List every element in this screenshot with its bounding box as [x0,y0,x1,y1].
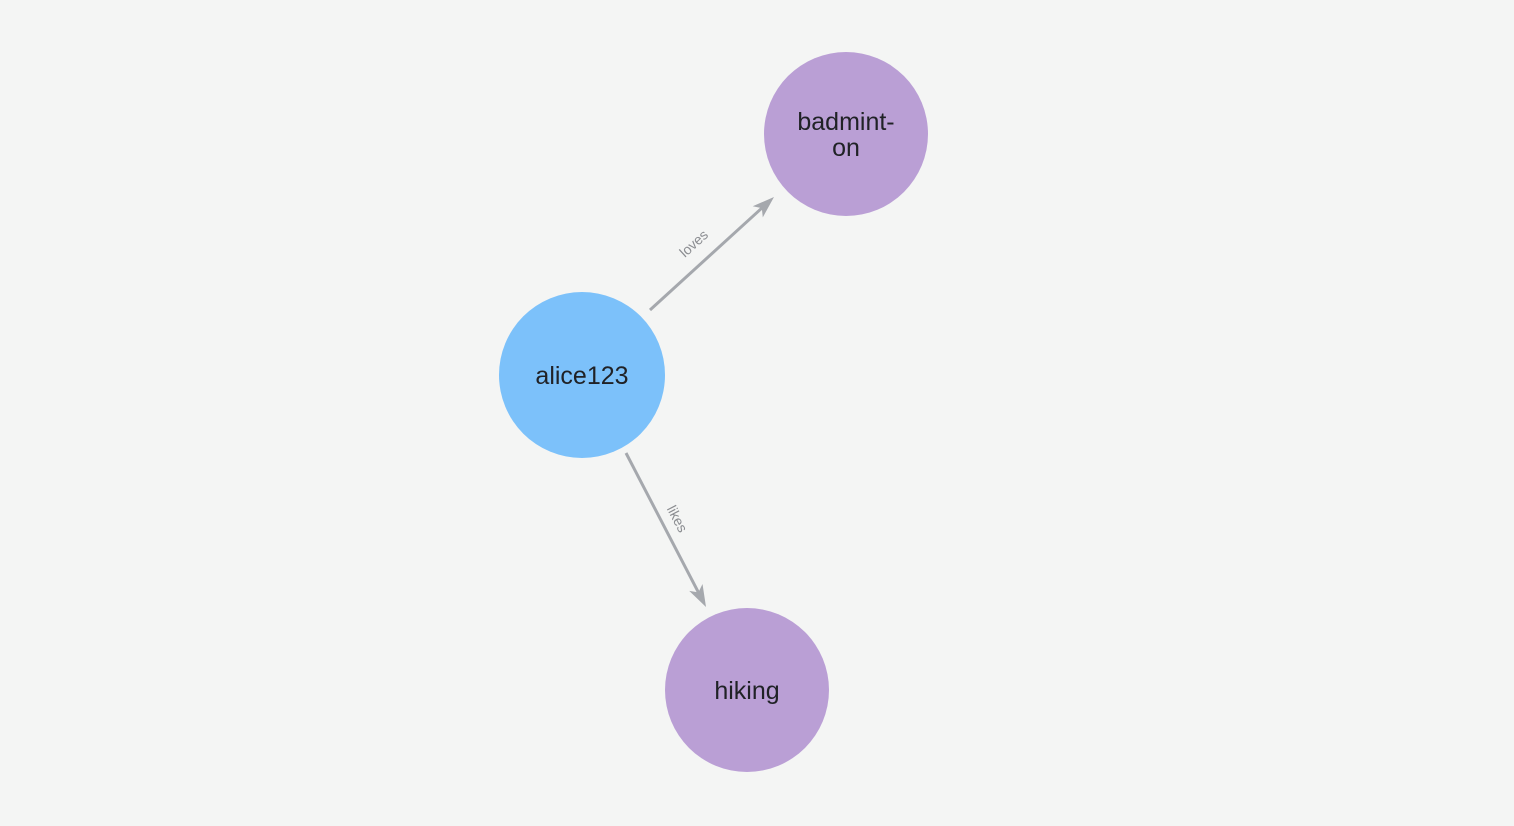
node-circle[interactable] [665,608,829,772]
graph-edge-likes[interactable]: likes [624,452,713,610]
edge-label: likes [664,503,691,535]
nodes-layer: alice123 badmint-on hiking [499,52,928,772]
graph-edge-loves[interactable]: loves [648,191,779,312]
graph-node-badminton[interactable]: badmint-on [764,52,928,216]
graph-node-alice123[interactable]: alice123 [499,292,665,458]
edge-line [624,452,701,596]
edge-arrowhead-icon [689,584,706,607]
edge-label: loves [676,226,711,260]
edge-line [648,205,765,312]
node-circle[interactable] [764,52,928,216]
node-circle[interactable] [499,292,665,458]
graph-node-hiking[interactable]: hiking [665,608,829,772]
edge-arrowhead-icon [752,197,774,218]
